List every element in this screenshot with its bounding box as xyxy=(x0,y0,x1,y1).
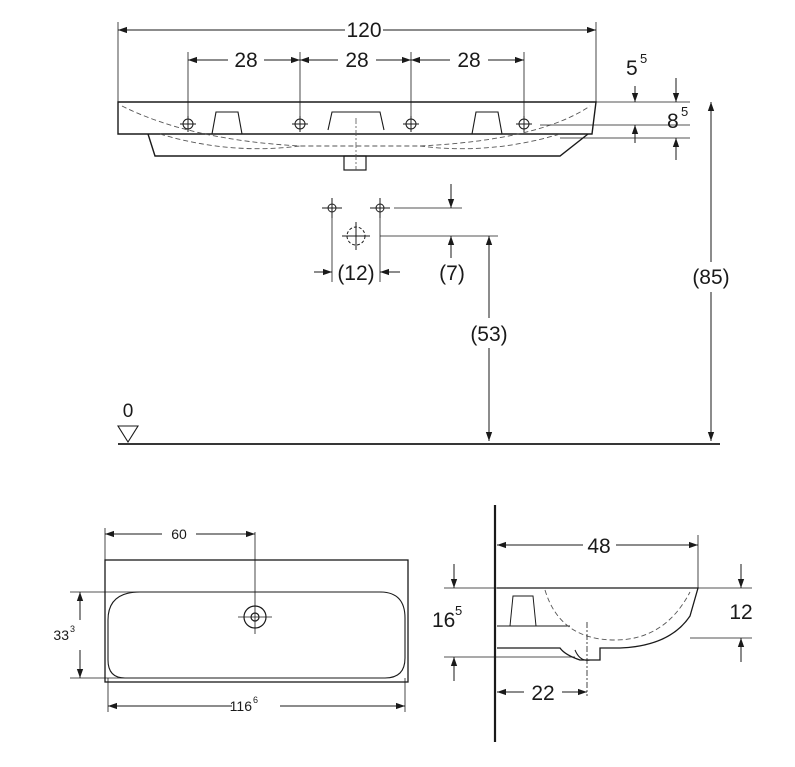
plan-view xyxy=(70,528,409,712)
bowl-width-sup: 6 xyxy=(253,695,258,705)
projection-label: 48 xyxy=(587,535,610,558)
outlet-height-label: (53) xyxy=(470,323,507,346)
trap-symbols xyxy=(322,198,390,250)
side-height-label: 16 xyxy=(432,609,455,632)
tap-spacing-label-2: 28 xyxy=(345,49,368,72)
basin-side-outline xyxy=(497,587,699,661)
tap-spacing-label-3: 28 xyxy=(457,49,480,72)
overall-width-label: 120 xyxy=(346,19,381,42)
front-view xyxy=(117,22,720,445)
basin-front-outline xyxy=(117,101,597,135)
trap-spacing-label: (12) xyxy=(337,262,374,285)
side-rim-height-label: 12 xyxy=(729,601,752,624)
level-symbol xyxy=(117,425,139,444)
tap-spacing-label-1: 28 xyxy=(234,49,257,72)
side-height-sup: 5 xyxy=(455,603,462,618)
outlet-offset-label: 22 xyxy=(531,682,554,705)
rim-height-label: (85) xyxy=(692,266,729,289)
floor-level-label: 0 xyxy=(123,401,134,422)
bowl-depth-sup: 3 xyxy=(70,624,75,634)
bowl-depth-label: 33 xyxy=(53,627,69,643)
bowl-outline xyxy=(107,591,406,679)
tap-hole-distance-label: 60 xyxy=(171,526,187,542)
rim-offset-label: 5 xyxy=(626,57,638,80)
tap-hole-symbols xyxy=(180,116,532,132)
rim-thickness-label: 8 xyxy=(667,110,679,133)
side-view xyxy=(444,505,752,742)
trap-height-label: (7) xyxy=(439,262,465,285)
bowl-width-label: 116 xyxy=(230,698,253,714)
rim-thickness-sup: 5 xyxy=(681,104,688,119)
rim-offset-sup: 5 xyxy=(640,51,647,66)
basin-plan-outline xyxy=(104,559,409,683)
